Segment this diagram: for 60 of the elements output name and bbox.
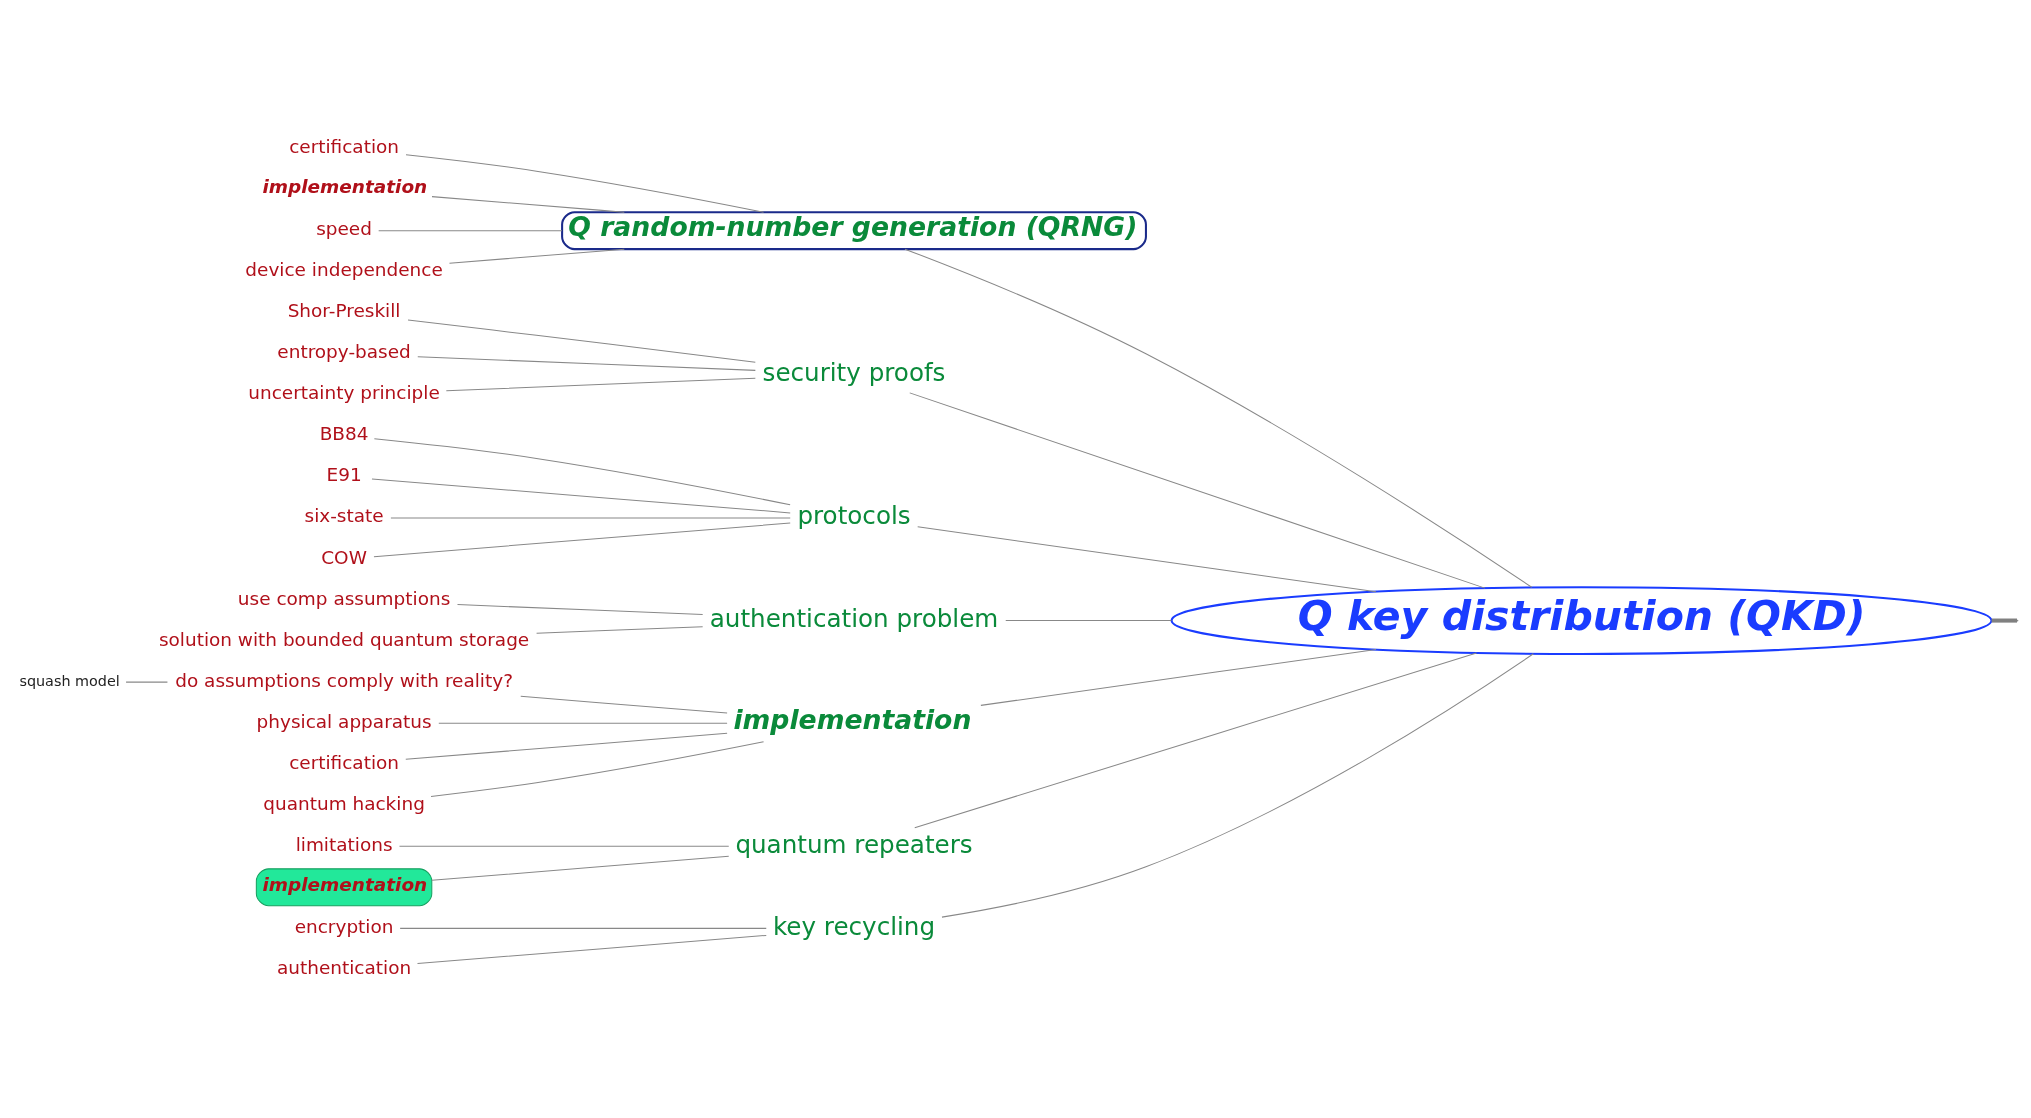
connector [417,356,756,371]
connector [431,196,625,213]
node-box: Q random-number generation (QRNG) [561,211,1147,251]
node-text: limitations [295,833,393,855]
connector [399,927,767,929]
node-text: quantum repeaters [735,829,973,859]
connector [448,248,625,264]
node-text: solution with bounded quantum storage [158,628,530,650]
connector [520,695,728,714]
connector [373,522,791,558]
node-text: BB84 [319,423,369,445]
connector [917,526,1377,593]
connector [1991,618,2017,623]
node-text: security proofs [762,357,946,387]
node-text: protocols [797,501,911,531]
node-text: COW [321,546,367,568]
node-text: six-state [304,505,384,527]
connector [431,855,730,881]
connector [373,438,791,506]
node-text: authentication [276,956,412,978]
connector [445,377,756,392]
connector [904,248,1533,588]
connector [378,230,563,232]
node-text: Shor-Preskill [287,300,401,322]
connector [371,478,791,514]
connector [914,652,1478,829]
node-text: implementation [262,176,428,198]
connector [390,517,791,519]
connector [416,934,767,965]
connector [407,319,756,363]
connector [405,154,765,213]
connector [125,681,168,683]
node-text: E91 [326,464,362,486]
node-text: use comp assumptions [237,587,451,609]
node-text: key recycling [772,911,936,941]
connector [909,392,1486,589]
node-text: speed [316,218,372,240]
node-text: uncertainty principle [248,382,440,404]
node-text: physical apparatus [256,710,432,732]
node-text: do assumptions comply with reality? [175,669,513,691]
connector [398,845,730,847]
node-text: squash model [19,672,120,689]
node-ellipse: Q key distribution (QKD) [1170,586,1993,655]
node-text: certification [289,136,400,158]
node-text: certification [289,751,400,773]
node-text: entropy-based [277,341,411,363]
connector [941,653,1534,918]
node-box: implementation [255,868,433,907]
connector [438,722,728,724]
connector [430,741,765,797]
node-text: device independence [245,259,443,281]
connector [405,732,728,760]
node-text: authentication problem [709,603,999,633]
node-text: encryption [294,915,394,937]
node-text: quantum hacking [263,792,425,814]
connector [457,604,704,615]
node-text: implementation [733,703,972,735]
connector [980,648,1377,706]
connector [1005,620,1172,622]
connector [536,626,704,634]
